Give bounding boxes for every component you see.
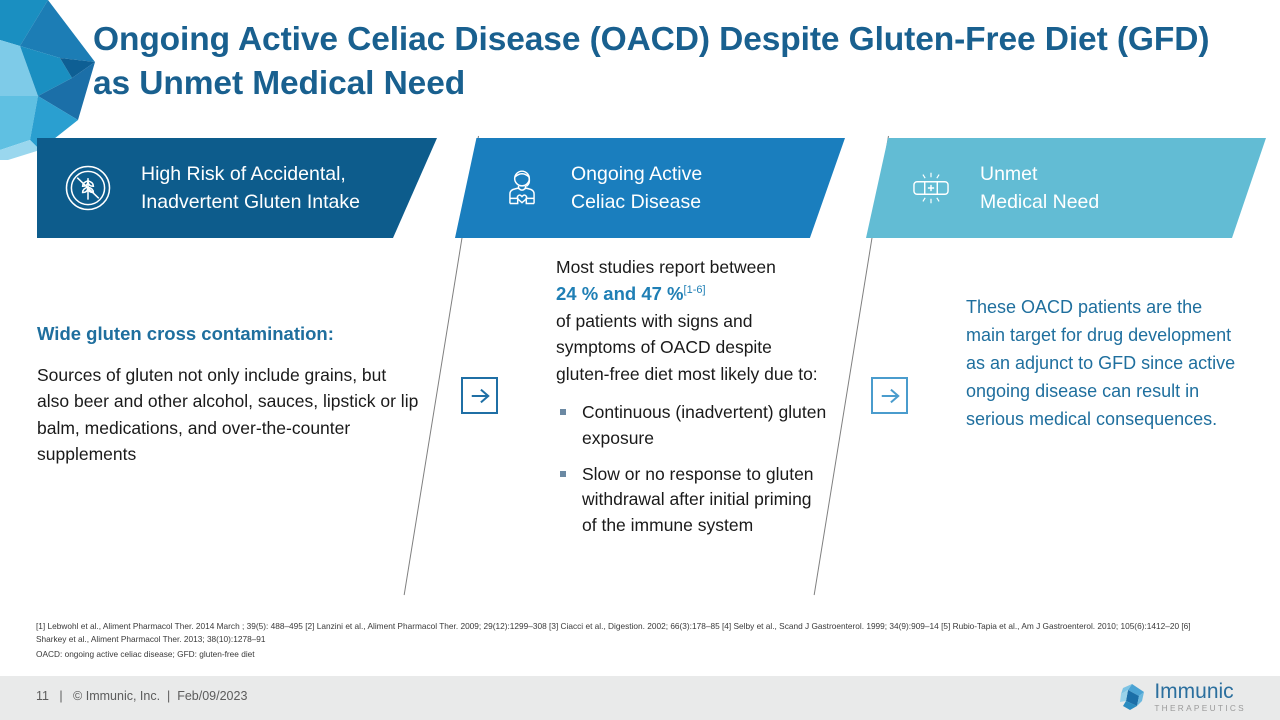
citation-superscript: [1-6]: [683, 284, 706, 297]
column-ongoing-active-text: Most studies report between 24 % and 47 …: [556, 254, 828, 549]
list-item: Continuous (inadvertent) gluten exposure: [556, 400, 828, 452]
arrow-connector-2: [871, 377, 908, 414]
banner-high-risk: High Risk of Accidental, Inadvertent Glu…: [37, 138, 437, 238]
statistic-highlight: 24 % and 47 %[1-6]: [556, 283, 706, 304]
bandage-plus-icon: [902, 159, 960, 217]
bullet-square-icon: [560, 408, 566, 415]
banner-label: Unmet Medical Need: [980, 162, 1100, 213]
patient-heart-icon: [493, 159, 551, 217]
no-gluten-wheat-icon: [59, 159, 117, 217]
footnote-abbreviations: OACD: ongoing active celiac disease; GFD…: [36, 648, 255, 659]
banner-label: High Risk of Accidental, Inadvertent Glu…: [141, 162, 360, 213]
footer-bar: 11 | © Immunic, Inc. | Feb/09/2023 Immun…: [0, 676, 1280, 720]
arrow-right-icon: [471, 388, 490, 403]
column-high-risk-text: Wide gluten cross contamination: Sources…: [37, 322, 422, 467]
company-logo: Immunic THERAPEUTICS: [1117, 681, 1246, 712]
bullet-square-icon: [560, 470, 566, 477]
banner-ongoing-active: Ongoing Active Celiac Disease: [455, 138, 845, 238]
arrow-connector-1: [461, 377, 498, 414]
lead-before: Most studies report between: [556, 257, 776, 277]
logo-wordmark: Immunic: [1154, 680, 1234, 703]
column-body: These OACD patients are the main target …: [966, 297, 1236, 429]
footnotes: [1] Lebwohl et al., Aliment Pharmacol Th…: [36, 620, 1216, 661]
lead-after: of patients with signs and symptoms of O…: [556, 311, 818, 384]
list-item-label: Continuous (inadvertent) gluten exposure: [582, 401, 827, 448]
decorative-corner-mark: [0, 0, 95, 160]
column-unmet-need-text: These OACD patients are the main target …: [966, 294, 1246, 433]
logo-subtitle: THERAPEUTICS: [1154, 703, 1246, 713]
list-item-label: Slow or no response to gluten withdrawal…: [582, 463, 814, 536]
banner-unmet-need: Unmet Medical Need: [866, 138, 1266, 238]
list-item: Slow or no response to gluten withdrawal…: [556, 462, 828, 540]
column-body: Sources of gluten not only include grain…: [37, 365, 419, 464]
immunic-diamond-icon: [1120, 683, 1145, 710]
reason-list: Continuous (inadvertent) gluten exposure…: [556, 400, 828, 539]
page-title: Ongoing Active Celiac Disease (OACD) Des…: [93, 21, 1210, 102]
arrow-right-icon: [881, 388, 900, 403]
footer-meta: 11 | © Immunic, Inc. | Feb/09/2023: [36, 689, 248, 703]
column-heading: Wide gluten cross contamination:: [37, 323, 334, 344]
banner-label: Ongoing Active Celiac Disease: [571, 162, 703, 213]
footnote-references: [1] Lebwohl et al., Aliment Pharmacol Th…: [36, 621, 1191, 645]
statistic-value: 24 % and 47 %: [556, 283, 684, 305]
column-lead: Most studies report between 24 % and 47 …: [556, 254, 828, 387]
logo-text: Immunic THERAPEUTICS: [1154, 681, 1246, 712]
